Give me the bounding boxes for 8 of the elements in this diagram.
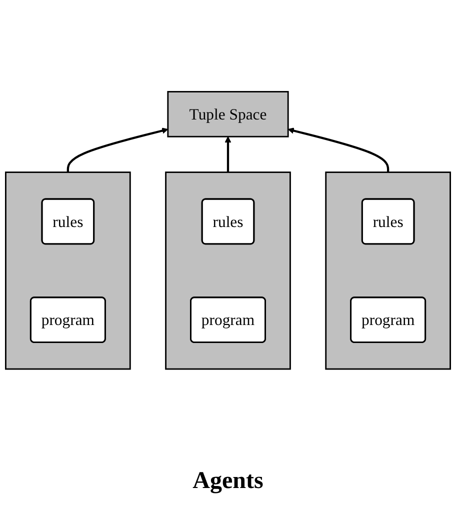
arrow [288,127,390,172]
arrow [66,127,168,172]
caption-text: Agents [192,468,264,495]
node-box: Tuple Space [167,90,289,137]
cluster [5,171,131,370]
cluster [325,171,451,370]
cluster [165,171,291,370]
arrow [224,136,232,172]
